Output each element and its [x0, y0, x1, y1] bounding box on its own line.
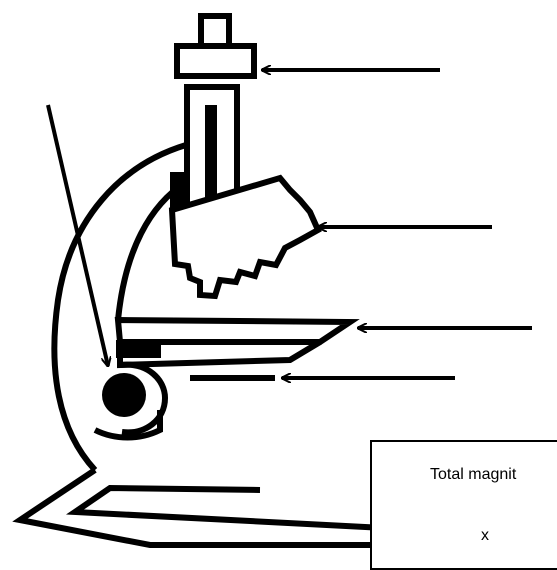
- nosepiece: [172, 178, 318, 296]
- total-magnification-label: Total magnit: [430, 466, 516, 484]
- base: [20, 410, 390, 545]
- stage: [116, 320, 350, 365]
- eyepiece: [177, 16, 254, 76]
- arm: [54, 145, 186, 470]
- total-magnification-box: Total magnit x: [370, 440, 557, 570]
- multiply-sign: x: [481, 527, 489, 545]
- focus-knob: [102, 365, 165, 433]
